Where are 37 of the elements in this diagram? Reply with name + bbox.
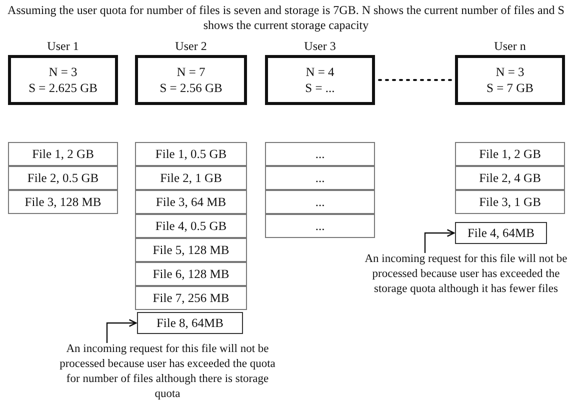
file-cell: File 3, 64 MB <box>135 190 247 214</box>
user-stat: N = 3 <box>48 64 78 80</box>
file-box: File 4, 64MB <box>455 222 547 244</box>
file-cell: File 7, 256 MB <box>135 286 247 310</box>
note-text: An incoming request for this file will not be processed because user has exceeded the quota for number of files although there is storage quota <box>55 342 280 404</box>
title: Assuming the user quota for number of files is seven and storage is 7GB. N shows the current number of files and S shows the current storage capacity <box>6 3 566 33</box>
user-stat: S = 2.625 GB <box>28 80 98 96</box>
column-heading: User n <box>493 38 527 55</box>
file-cell: ... <box>265 166 375 190</box>
user-stat: S = 7 GB <box>486 80 534 96</box>
file-cell: File 2, 4 GB <box>455 166 565 190</box>
file-cell: File 5, 128 MB <box>135 238 247 262</box>
column-heading: User 3 <box>303 38 337 55</box>
user-stat: S = ... <box>305 80 335 96</box>
user-stat: N = 3 <box>496 64 524 80</box>
column-heading: User 2 <box>174 38 208 55</box>
file-cell: File 3, 1 GB <box>455 190 565 214</box>
user-stat: S = 2.56 GB <box>160 80 222 96</box>
arrow <box>424 229 455 253</box>
file-box: File 8, 64MB <box>137 312 243 334</box>
file-cell: File 4, 0.5 GB <box>135 214 247 238</box>
file-cell: ... <box>265 190 375 214</box>
file-cell: ... <box>265 142 375 166</box>
user-stat: N = 7 <box>176 64 206 80</box>
dotted-connector <box>378 79 452 81</box>
file-cell: File 1, 2 GB <box>8 142 118 166</box>
file-cell: ... <box>265 214 375 238</box>
file-cell: File 1, 0.5 GB <box>135 142 247 166</box>
note-text: An incoming request for this file will not be processed because user has exceeded the storage quota although it has fewer files <box>360 252 572 314</box>
file-cell: File 6, 128 MB <box>135 262 247 286</box>
user-stat: N = 4 <box>306 64 334 80</box>
arrow <box>106 319 137 343</box>
file-cell: File 3, 128 MB <box>8 190 118 214</box>
file-cell: File 1, 2 GB <box>455 142 565 166</box>
column-heading: User 1 <box>46 38 80 55</box>
file-cell: File 2, 1 GB <box>135 166 247 190</box>
file-cell: File 2, 0.5 GB <box>8 166 118 190</box>
